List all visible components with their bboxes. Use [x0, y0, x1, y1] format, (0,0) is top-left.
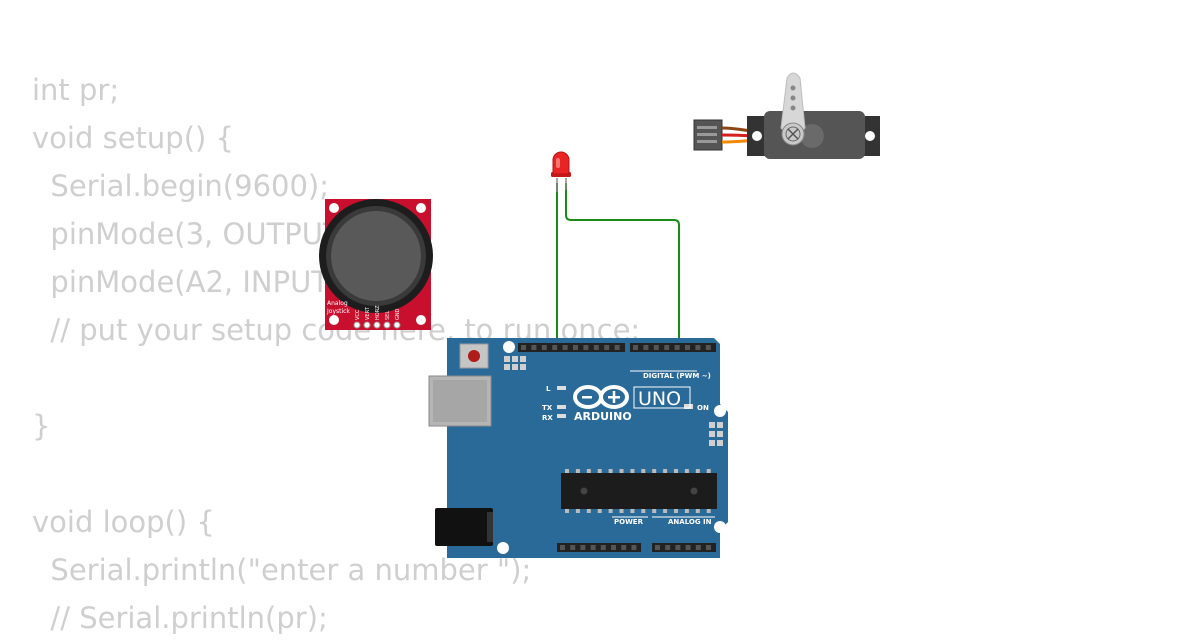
joystick-pin[interactable] — [383, 321, 391, 329]
digital-header-left — [518, 343, 625, 352]
tx-led-label: TX — [542, 404, 553, 412]
joystick-label-line1: Analog — [327, 300, 348, 307]
arduino-uno-board[interactable]: DIGITAL (PWM ~) L TX RX ON UNO ARDUINO P… — [428, 338, 728, 558]
l-led-label: L — [546, 385, 551, 393]
wire-led-to-pin3 — [565, 183, 680, 348]
header-pin[interactable] — [621, 545, 627, 550]
header-pin[interactable] — [600, 545, 606, 550]
code-line: // Serial.println(pr); — [32, 601, 328, 635]
code-line: pinMode(A2, INPUT); — [32, 265, 351, 299]
joystick-pin[interactable] — [363, 321, 371, 329]
power-label: POWER — [614, 518, 644, 526]
code-line: Serial.println("enter a number "); — [32, 553, 532, 587]
joystick-knob[interactable] — [331, 211, 421, 301]
joystick-pin[interactable] — [353, 321, 361, 329]
code-line: void setup() { — [32, 121, 234, 155]
header-pin[interactable] — [675, 545, 681, 550]
header-pin[interactable] — [580, 545, 586, 550]
analog-header — [652, 543, 716, 552]
header-pin[interactable] — [562, 345, 568, 350]
header-pin[interactable] — [593, 345, 599, 350]
rx-led-label: RX — [542, 414, 553, 422]
joystick-pin-label: VCC — [355, 309, 361, 320]
code-line: void loop() { — [32, 505, 215, 539]
code-overlay: int pr; void setup() { Serial.begin(9600)… — [32, 66, 640, 642]
header-pin[interactable] — [705, 345, 711, 350]
header-pin[interactable] — [604, 345, 610, 350]
infinity-logo-icon — [573, 385, 629, 409]
header-pin[interactable] — [583, 345, 589, 350]
header-pin[interactable] — [674, 345, 680, 350]
joystick-pin-label: VERT — [365, 306, 371, 320]
header-pin[interactable] — [531, 345, 537, 350]
joystick-pin-label: HORZ — [375, 305, 381, 320]
header-pin[interactable] — [653, 345, 659, 350]
header-pin[interactable] — [521, 345, 526, 350]
header-pin[interactable] — [685, 345, 690, 350]
header-pin[interactable] — [552, 345, 558, 350]
reset-button[interactable] — [459, 343, 489, 369]
joystick-pin[interactable] — [393, 321, 401, 329]
header-pin[interactable] — [570, 545, 576, 550]
uno-label-box — [633, 386, 691, 409]
joystick-pin-label: SEL — [385, 311, 391, 320]
power-jack — [435, 508, 493, 546]
led-dome — [552, 151, 570, 175]
header-pin[interactable] — [633, 345, 638, 350]
analog-in-label: ANALOG IN — [668, 518, 712, 526]
header-pin[interactable] — [573, 345, 578, 350]
red-led[interactable] — [551, 151, 571, 192]
header-pin[interactable] — [655, 545, 660, 550]
servo-motor[interactable] — [693, 72, 880, 159]
analog-joystick[interactable]: Analog Joystick VCC VERT HORZ SEL GND — [319, 199, 433, 330]
header-pin[interactable] — [560, 545, 565, 550]
digital-pwm-label: DIGITAL (PWM ~) — [643, 372, 711, 380]
header-pin[interactable] — [590, 545, 596, 550]
on-led-label: ON — [697, 404, 709, 412]
joystick-pin[interactable] — [373, 321, 381, 329]
header-pin[interactable] — [631, 545, 637, 550]
header-pin[interactable] — [695, 545, 701, 550]
header-pin[interactable] — [685, 545, 691, 550]
header-pin[interactable] — [695, 345, 701, 350]
joystick-label-line2: Joystick — [326, 308, 350, 315]
uno-label: UNO — [638, 388, 681, 410]
arduino-label: ARDUINO — [574, 410, 632, 423]
joystick-pin-label: GND — [395, 308, 401, 320]
header-pin[interactable] — [664, 345, 670, 350]
header-pin[interactable] — [614, 345, 620, 350]
code-line: } — [32, 409, 51, 443]
code-line: int pr; — [32, 73, 120, 107]
header-pin[interactable] — [643, 345, 649, 350]
code-line: Serial.begin(9600); — [32, 169, 330, 203]
header-pin[interactable] — [611, 545, 616, 550]
header-pin[interactable] — [665, 545, 671, 550]
header-pin[interactable] — [541, 345, 547, 350]
power-header — [557, 543, 641, 552]
header-pin[interactable] — [706, 545, 711, 550]
digital-header-right — [630, 343, 716, 352]
